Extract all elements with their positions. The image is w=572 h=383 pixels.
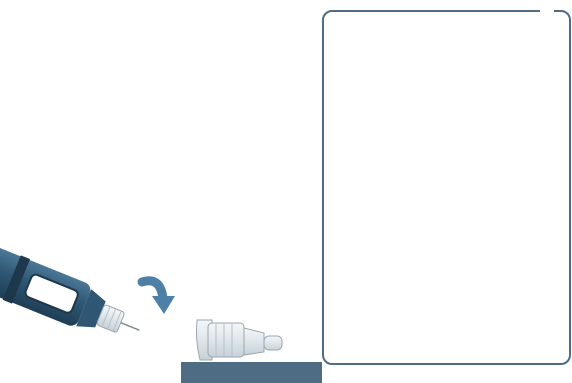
insulin-pen-icon — [0, 243, 149, 351]
panel-border-gap — [540, 6, 554, 18]
curved-arrow-icon — [142, 281, 175, 314]
outer-needle-cap-icon — [196, 320, 282, 360]
instruction-text-panel — [322, 10, 571, 365]
table-surface-icon — [181, 362, 322, 383]
